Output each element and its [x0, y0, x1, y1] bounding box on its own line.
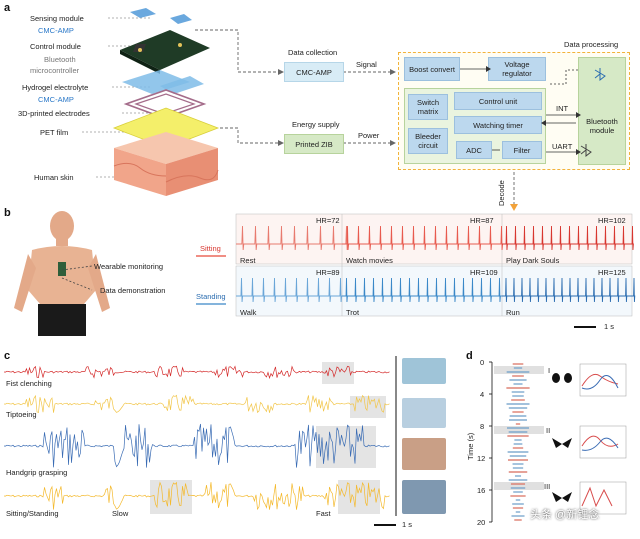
scale-bar-b — [574, 326, 596, 328]
hydrogel-material-label: CMC-AMP — [38, 95, 74, 104]
standing-label: Standing — [196, 292, 226, 301]
stage-ii: II — [546, 426, 551, 435]
tick-16: 16 — [477, 486, 486, 495]
act-rest: Rest — [240, 256, 256, 265]
panel-label-a: a — [4, 2, 11, 14]
ecg-trot — [342, 277, 502, 303]
adc-box: ADC — [456, 141, 492, 159]
photo-tiptoe — [402, 398, 446, 428]
ecg-dark-souls — [502, 225, 634, 251]
tick-12: 12 — [477, 454, 486, 463]
tick-8: 8 — [480, 422, 485, 431]
wearable-monitoring-label: Wearable monitoring — [94, 262, 164, 271]
hr-walk: HR=89 — [316, 268, 340, 277]
time-axis-label: Time (s) — [466, 432, 475, 460]
tick-20: 20 — [477, 518, 486, 527]
hydrogel-label: Hydrogel electrolyte — [22, 83, 89, 92]
photo-sitting — [402, 480, 446, 514]
watermark: 头条 @新锂念 — [530, 509, 600, 521]
hr-trot: HR=109 — [470, 268, 498, 277]
data-demonstration-label: Data demonstration — [100, 286, 166, 295]
emg-fist — [3, 365, 390, 380]
act-dark-souls: Play Dark Souls — [506, 256, 560, 265]
human-skin-label: Human skin — [34, 173, 74, 182]
leader-lines — [82, 17, 518, 211]
act-walk: Walk — [240, 308, 257, 317]
processing-arrows — [460, 66, 606, 158]
stage-i: I — [548, 366, 551, 375]
emg-sitting — [3, 481, 390, 511]
switch-matrix-box: Switch matrix — [408, 94, 448, 120]
cmc-amp-box: CMC-AMP — [284, 62, 344, 82]
hr-movies: HR=87 — [470, 216, 494, 225]
printed-zib-box: Printed ZIB — [284, 134, 344, 154]
fast-label: Fast — [316, 509, 331, 518]
stage-iii: III — [544, 482, 551, 491]
uart-label: UART — [552, 142, 573, 151]
hr-rest: HR=72 — [316, 216, 340, 225]
emg-tiptoe — [3, 394, 390, 414]
slow-label: Slow — [112, 509, 129, 518]
ecg-traces — [235, 213, 636, 317]
data-collection-title: Data collection — [288, 48, 338, 57]
ecg-run — [502, 277, 636, 303]
sitting-standing-label: Sitting/Standing — [6, 509, 59, 518]
data-processing-title: Data processing — [564, 40, 619, 49]
photo-handgrip — [402, 438, 446, 470]
filter-box: Filter — [502, 141, 542, 159]
hr-dark-souls: HR=102 — [598, 216, 626, 225]
panel-d-axis — [489, 361, 627, 523]
bluetooth-label: Bluetooth — [44, 55, 76, 64]
pet-film-label: PET film — [40, 128, 69, 137]
power-label: Power — [358, 131, 380, 140]
ecg-movies — [342, 225, 504, 251]
hr-run: HR=125 — [598, 268, 626, 277]
panel-label-b: b — [4, 207, 11, 219]
device-illustration — [112, 8, 220, 196]
control-unit-box: Control unit — [454, 92, 542, 110]
sensing-material-label: CMC-AMP — [38, 26, 74, 35]
boost-convert-box: Boost convert — [404, 57, 460, 81]
sitting-label: Sitting — [200, 244, 221, 253]
act-run: Run — [506, 308, 520, 317]
human-figure — [14, 211, 110, 336]
emg-traces — [3, 356, 397, 516]
tiptoeing-label: Tiptoeing — [6, 410, 37, 419]
panel-label-c: c — [4, 350, 11, 362]
act-movies: Watch movies — [346, 256, 393, 265]
energy-supply-title: Energy supply — [292, 120, 340, 129]
bluetooth-module-box: Bluetooth module — [578, 57, 626, 165]
scale-bar-c — [374, 524, 396, 526]
act-trot: Trot — [346, 308, 360, 317]
emg-handgrip — [3, 423, 390, 468]
int-label: INT — [556, 104, 569, 113]
scale-label-c: 1 s — [402, 520, 413, 529]
scale-label-b: 1 s — [604, 322, 615, 331]
tick-0: 0 — [480, 358, 485, 367]
electrodes-label: 3D-printed electrodes — [18, 109, 90, 118]
panel-label-d: d — [466, 350, 473, 362]
control-module-label: Control module — [30, 42, 81, 51]
tick-4: 4 — [480, 390, 485, 399]
handgrip-label: Handgrip grasping — [6, 468, 68, 477]
ecg-rest — [236, 225, 349, 251]
fist-clenching-label: Fist clenching — [6, 379, 52, 388]
microcontroller-label: microcontroller — [30, 66, 80, 75]
voltage-regulator-box: Voltage regulator — [488, 57, 546, 81]
signal-label: Signal — [356, 60, 377, 69]
photo-fist — [402, 358, 446, 384]
watching-timer-box: Watching timer — [454, 116, 542, 134]
bleeder-circuit-box: Bleeder circuit — [408, 128, 448, 154]
sensing-module-label: Sensing module — [30, 14, 84, 23]
ecg-walk — [236, 277, 343, 303]
panel-b-connectors — [61, 255, 226, 305]
